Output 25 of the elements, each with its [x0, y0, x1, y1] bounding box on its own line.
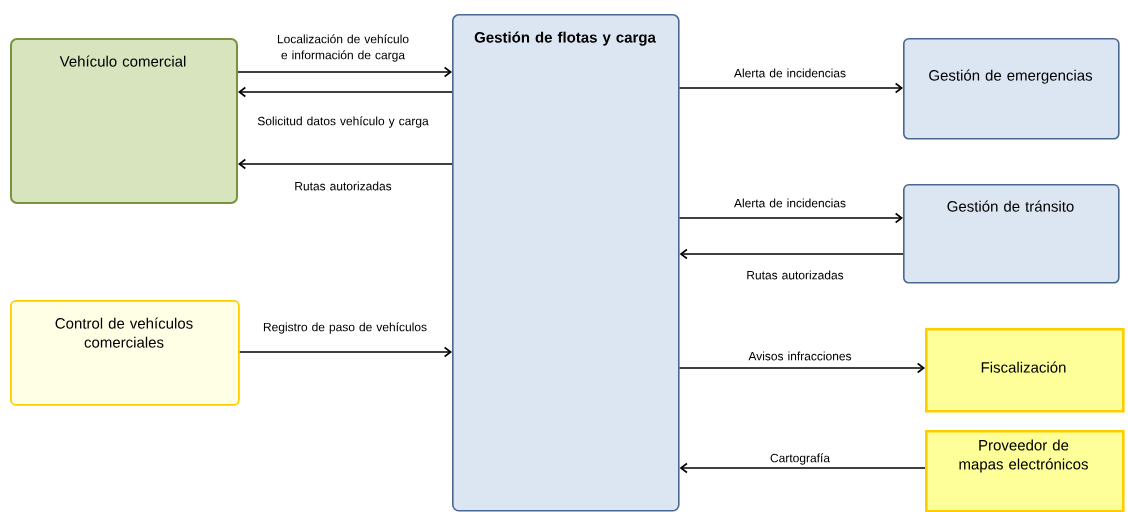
process-box: Gestión de flotas y carga	[452, 14, 680, 512]
process-box: Fiscalización	[925, 328, 1125, 413]
edge-label: Cartografía	[770, 453, 830, 465]
edge-label: Avisos infracciones	[748, 351, 852, 361]
process-box: Vehículo comercial	[10, 38, 238, 204]
process-box: Control de vehículos comerciales	[10, 300, 240, 406]
arrow	[679, 248, 904, 260]
process-box: Gestión de emergencias	[903, 38, 1120, 140]
arrow	[678, 212, 903, 224]
arrow	[238, 158, 453, 170]
edge-label: Alerta de incidencias	[734, 68, 846, 78]
edge-label: Registro de paso de vehículos	[263, 322, 427, 334]
edge-label: Rutas autorizadas	[747, 270, 844, 280]
arrow	[678, 82, 903, 94]
process-box: Proveedor de mapas electrónicos	[925, 430, 1125, 512]
arrow	[238, 86, 453, 98]
arrow	[239, 346, 452, 358]
edge-label: Rutas autorizadas	[295, 181, 392, 191]
arrow	[679, 462, 926, 474]
edge-label: Localización de vehículo e información de carga	[277, 34, 409, 62]
process-box: Gestión de tránsito	[903, 184, 1120, 284]
arrow	[678, 362, 925, 374]
arrow	[237, 66, 452, 78]
edge-label: Alerta de incidencias	[734, 198, 846, 208]
edge-label: Solicitud datos vehículo y carga	[257, 116, 429, 128]
